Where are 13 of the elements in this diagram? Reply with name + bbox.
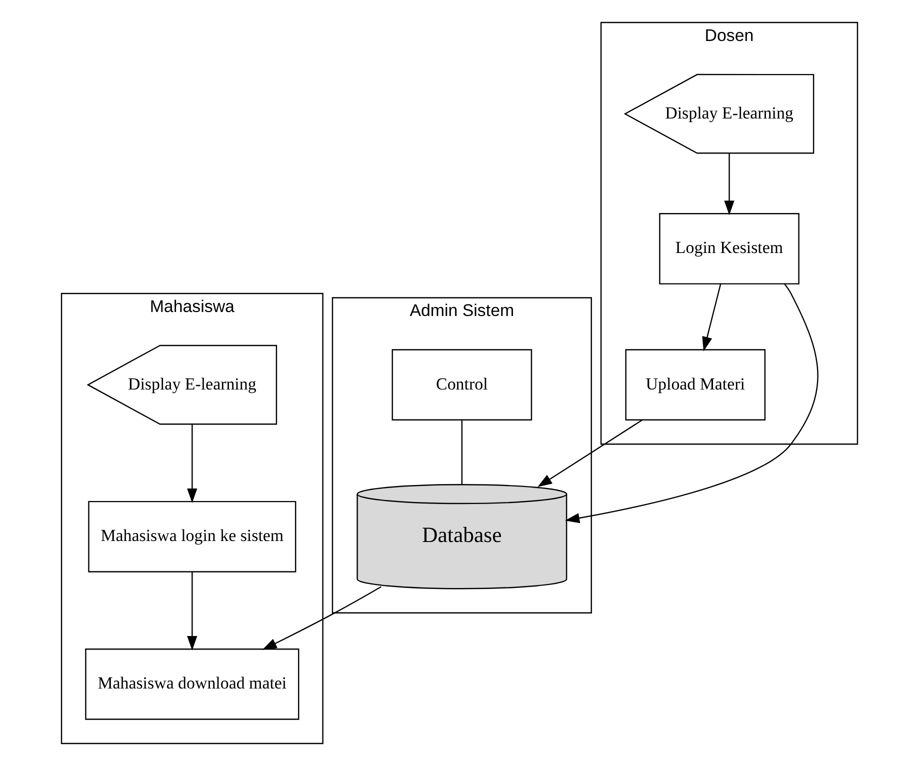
arrow: [724, 153, 734, 216]
node-box: Upload Materi: [625, 349, 766, 420]
arrow: [564, 284, 818, 524]
node-box: Control: [392, 349, 532, 420]
node-box: Login Kesistem: [659, 213, 800, 284]
node-box: Mahasiswa download matei: [85, 648, 300, 720]
connector: [461, 420, 463, 484]
arrow: [538, 419, 643, 488]
arrow: [187, 572, 198, 651]
arrow: [187, 424, 198, 503]
arrow: [262, 586, 382, 650]
arrow: [702, 284, 722, 352]
node-box: Mahasiswa login ke sistem: [88, 500, 296, 572]
